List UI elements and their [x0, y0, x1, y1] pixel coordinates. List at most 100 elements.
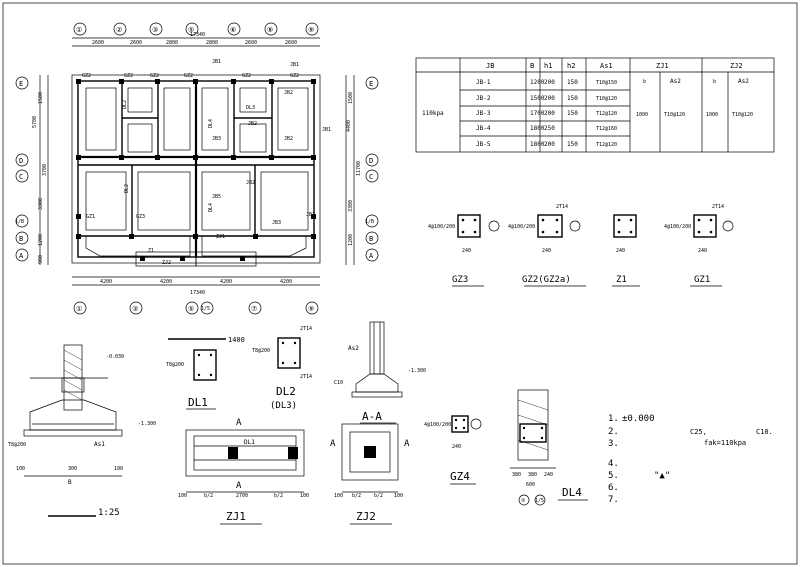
column-sections: 4@100/200 240 GZ3 2T14 4@100/200 240 GZ2…: [428, 204, 734, 287]
zj1-a-bottom: A: [236, 481, 242, 491]
bottom-dim-1: 4200: [100, 279, 112, 285]
zj2-dim-3: b/2: [374, 493, 383, 499]
right-dim-4: 3300: [348, 200, 354, 212]
zj2-title: ZJ2: [356, 510, 376, 523]
left-dim-2: 3700: [42, 164, 48, 176]
footing-as1: As1: [94, 441, 105, 448]
axis-top-8: ⑧: [267, 26, 273, 34]
note-7: 7.: [608, 495, 619, 505]
plan-jb2-3: JB2: [284, 136, 293, 142]
bottom-dim-4: 4200: [280, 279, 292, 285]
left-dim-1: 1500: [38, 92, 44, 104]
axis-top-9: ⑨: [308, 26, 314, 34]
table-cell-r2-c3: 150: [567, 110, 578, 117]
axis-top-5: ⑤: [188, 26, 194, 34]
footing-rebar: T8@200: [8, 442, 26, 448]
note-concrete: C25,: [690, 428, 707, 436]
plan-zj1: ZJ1: [216, 234, 225, 240]
table-cell-r0-c0: JB-1: [476, 79, 491, 86]
axis-bottom-3: ③: [132, 305, 138, 313]
footing-dim-2: 300: [68, 466, 77, 472]
bottom-dim-3: 4200: [220, 279, 232, 285]
left-dim-5: 1200: [38, 234, 44, 246]
note-5-text: "▲": [654, 471, 670, 481]
section-aa: As2 -1.300 C10 A-A: [334, 321, 426, 424]
right-dim-1: 1500: [348, 92, 354, 104]
plan-gz2-3: GZ2: [150, 73, 159, 79]
plan-jb3-1: JB3: [212, 136, 221, 142]
dl4-dim-3: 240: [544, 472, 553, 478]
note-5: 5.: [608, 471, 619, 481]
gz1-dim: 240: [698, 248, 707, 254]
left-total-1: 5700: [32, 116, 38, 128]
z1-title: Z1: [616, 275, 627, 285]
dl2-rebar-top: 2T14: [300, 326, 312, 332]
table-sub-as2-2: As2: [738, 78, 749, 85]
table-cell-r2-c4: T12@120: [596, 111, 617, 117]
table-zj2-b: 1000: [706, 112, 718, 118]
zj2-dim-1: 100: [334, 493, 343, 499]
gz4-rebar: 4@100/200: [424, 422, 451, 428]
plan-dl4-2: DL4: [208, 203, 214, 212]
dl4-title: DL4: [562, 486, 582, 499]
table-cell-r4-c0: JB-5: [476, 141, 491, 148]
axis-right-B: B: [369, 235, 373, 243]
dl4-total: 600: [526, 482, 535, 488]
plan-jb2-1: JB2: [284, 90, 293, 96]
table-cell-r4-c1: 1800: [530, 141, 545, 148]
dl1-title: DL1: [188, 396, 208, 409]
axis-bottom-9: ⑨: [308, 305, 314, 313]
left-dim-6: 900: [38, 255, 44, 264]
zj1-dim-5: 100: [300, 493, 309, 499]
table-cell-r2-c1: 1700: [530, 110, 545, 117]
dl2-title: DL2: [276, 385, 296, 398]
note-2: 2.: [608, 427, 619, 437]
zj1-dim-2: b/2: [204, 493, 213, 499]
right-dim-5: 1200: [348, 234, 354, 246]
plan-dl2-1: DL2: [122, 100, 128, 109]
gz4-dim: 240: [452, 444, 461, 450]
plan-zj2: ZJ2: [162, 260, 171, 266]
gz4-section: 4@100/200 240 GZ4: [424, 415, 482, 485]
bottom-total-dim: 17340: [190, 290, 205, 296]
table-cell-r3-c2: 250: [544, 125, 555, 132]
table-cell-r4-c4: T12@120: [596, 142, 617, 148]
axis-bottom-1: ①: [76, 305, 82, 313]
table-cell-r0-c3: 150: [567, 79, 578, 86]
table-zj1-b: 1000: [636, 112, 648, 118]
table-cell-r0-c4: T10@150: [596, 80, 617, 86]
table-cell-r3-c4: T12@160: [596, 126, 617, 132]
table-cell-r0-c2: 200: [544, 79, 555, 86]
zj2-a-right: A: [404, 439, 410, 449]
gz2-rebar-side: 4@100/200: [508, 224, 535, 230]
table-cell-r1-c4: T10@120: [596, 96, 617, 102]
note-3: 3.: [608, 439, 619, 449]
zj2-a-left: A: [330, 439, 336, 449]
dl-sections: 1400 T8@200 DL1 2T14 T8@200 2T14 DL2 (DL…: [166, 326, 312, 411]
dl2-rebar-bottom: 2T14: [300, 374, 312, 380]
zj2-plan: A A 100 b/2 b/2 100 ZJ2: [330, 423, 410, 525]
dl4-axis-1-5: 1/5: [535, 498, 544, 504]
axis-right-A: A: [369, 252, 374, 260]
table-header-zj2: ZJ2: [730, 62, 743, 70]
axis-right-C: C: [369, 173, 373, 181]
zj1-a-top: A: [236, 418, 242, 428]
zj1-dim-1: 100: [178, 493, 187, 499]
right-total-1: 4400: [346, 120, 352, 132]
gz1-title: GZ1: [694, 275, 710, 285]
table-sub-b2: b: [713, 79, 716, 85]
plan-jb1-1: JB1: [212, 59, 221, 65]
plan-jb2-4: JB2: [246, 180, 255, 186]
note-concrete2: C10.: [756, 428, 773, 436]
note-fak: fak=110kpa: [704, 439, 746, 447]
note-1: 1.: [608, 414, 619, 424]
plan-z1: Z1: [148, 248, 154, 254]
plan-gz2-2: GZ2: [124, 73, 133, 79]
gz2-title: GZ2(GZ2a): [522, 275, 571, 285]
dl1-top: 1400: [228, 336, 245, 344]
top-axis-bubbles: ① ② ③ ⑤ ⑥ ⑧ ⑨: [73, 22, 319, 36]
footing-table: 110kpa JB B h1 h2 As1 ZJ1 ZJ2 b As2 b As…: [415, 57, 775, 153]
aa-title: A-A: [362, 410, 382, 423]
top-dim-2: 2600: [130, 40, 142, 46]
